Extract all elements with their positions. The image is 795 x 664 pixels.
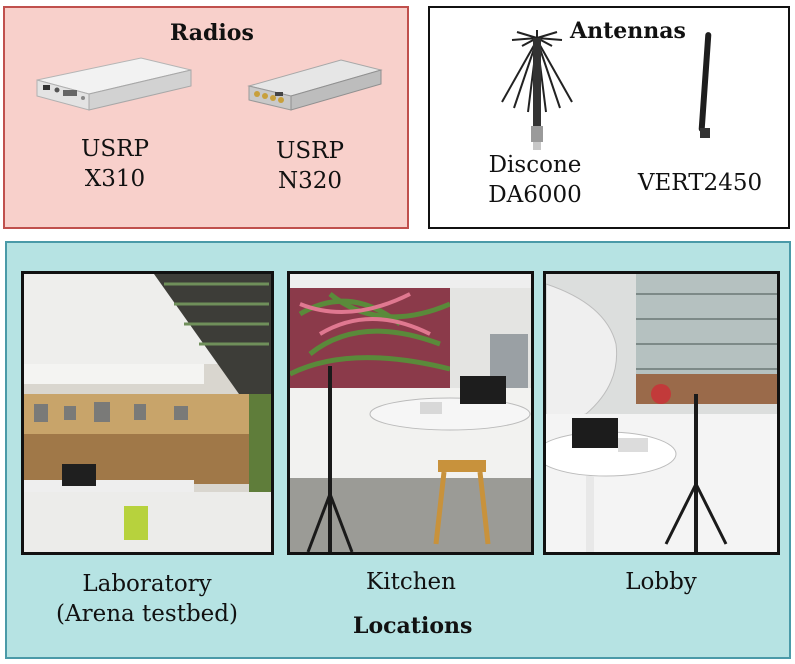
radios-panel: Radios USRP X310 USRP N320 (3, 6, 409, 229)
usrp-n320-image (247, 59, 383, 111)
lobby-label: Lobby (625, 569, 697, 595)
antennas-panel: Antennas Discone DA6000 VERT2450 (428, 6, 790, 229)
usrp-x310-label: USRP X310 (81, 136, 149, 192)
radios-title: Radios (170, 20, 254, 46)
kitchen-photo (287, 271, 534, 555)
vert2450-image (698, 32, 712, 138)
lobby-photo (543, 271, 780, 555)
vert2450-label: VERT2450 (637, 170, 763, 196)
locations-title: Locations (353, 613, 473, 639)
usrp-n320-label: USRP N320 (276, 138, 344, 194)
usrp-x310-image (36, 57, 192, 111)
antennas-title: Antennas (570, 18, 686, 44)
discone-da6000-image (501, 30, 573, 150)
locations-panel: Laboratory (Arena testbed) Kitchen Lobby… (5, 241, 791, 659)
kitchen-label: Kitchen (366, 569, 456, 595)
laboratory-photo (21, 271, 274, 555)
laboratory-label: Laboratory (Arena testbed) (56, 571, 238, 627)
discone-da6000-label: Discone DA6000 (488, 152, 582, 208)
